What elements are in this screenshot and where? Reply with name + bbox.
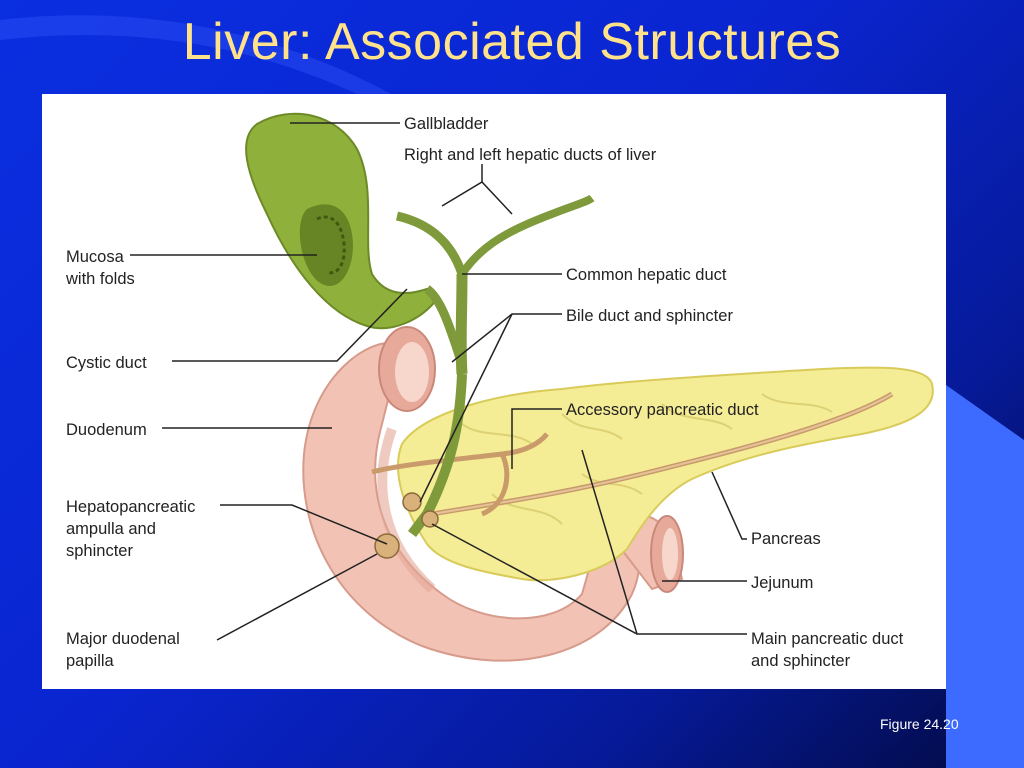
label-main-pancreatic-line1: Main pancreatic duct — [751, 630, 904, 648]
label-hepatopancreatic-line3: sphincter — [66, 542, 133, 560]
label-hepatic-ducts: Right and left hepatic ducts of liver — [404, 146, 657, 164]
slide-title: Liver: Associated Structures — [182, 13, 842, 71]
figure-caption: Figure 24.20 — [880, 716, 959, 732]
label-papilla-line2: papilla — [66, 652, 115, 670]
label-mucosa-line1: Mucosa — [66, 248, 125, 266]
label-pancreas: Pancreas — [751, 530, 821, 548]
label-hepatopancreatic-line1: Hepatopancreatic — [66, 498, 195, 516]
pancreas-illustration — [371, 366, 934, 582]
label-common-hepatic-duct: Common hepatic duct — [566, 266, 727, 284]
label-main-pancreatic-line2: and sphincter — [751, 652, 851, 670]
label-mucosa-line2: with folds — [65, 270, 135, 288]
label-cystic-duct: Cystic duct — [66, 354, 147, 372]
label-gallbladder: Gallbladder — [404, 115, 489, 133]
label-papilla-line1: Major duodenal — [66, 630, 180, 648]
label-hepatopancreatic-line2: ampulla and — [66, 520, 156, 538]
label-duodenum: Duodenum — [66, 421, 147, 439]
label-jejunum: Jejunum — [751, 574, 813, 592]
label-accessory-pancreatic-duct: Accessory pancreatic duct — [566, 401, 759, 419]
label-bile-duct: Bile duct and sphincter — [566, 307, 733, 325]
anatomy-diagram: Gallbladder Right and left hepatic ducts… — [65, 112, 934, 670]
biliary-tree-illustration — [245, 112, 595, 559]
leader-lines — [130, 122, 747, 641]
figure-panel: Gallbladder Right and left hepatic ducts… — [42, 94, 946, 689]
